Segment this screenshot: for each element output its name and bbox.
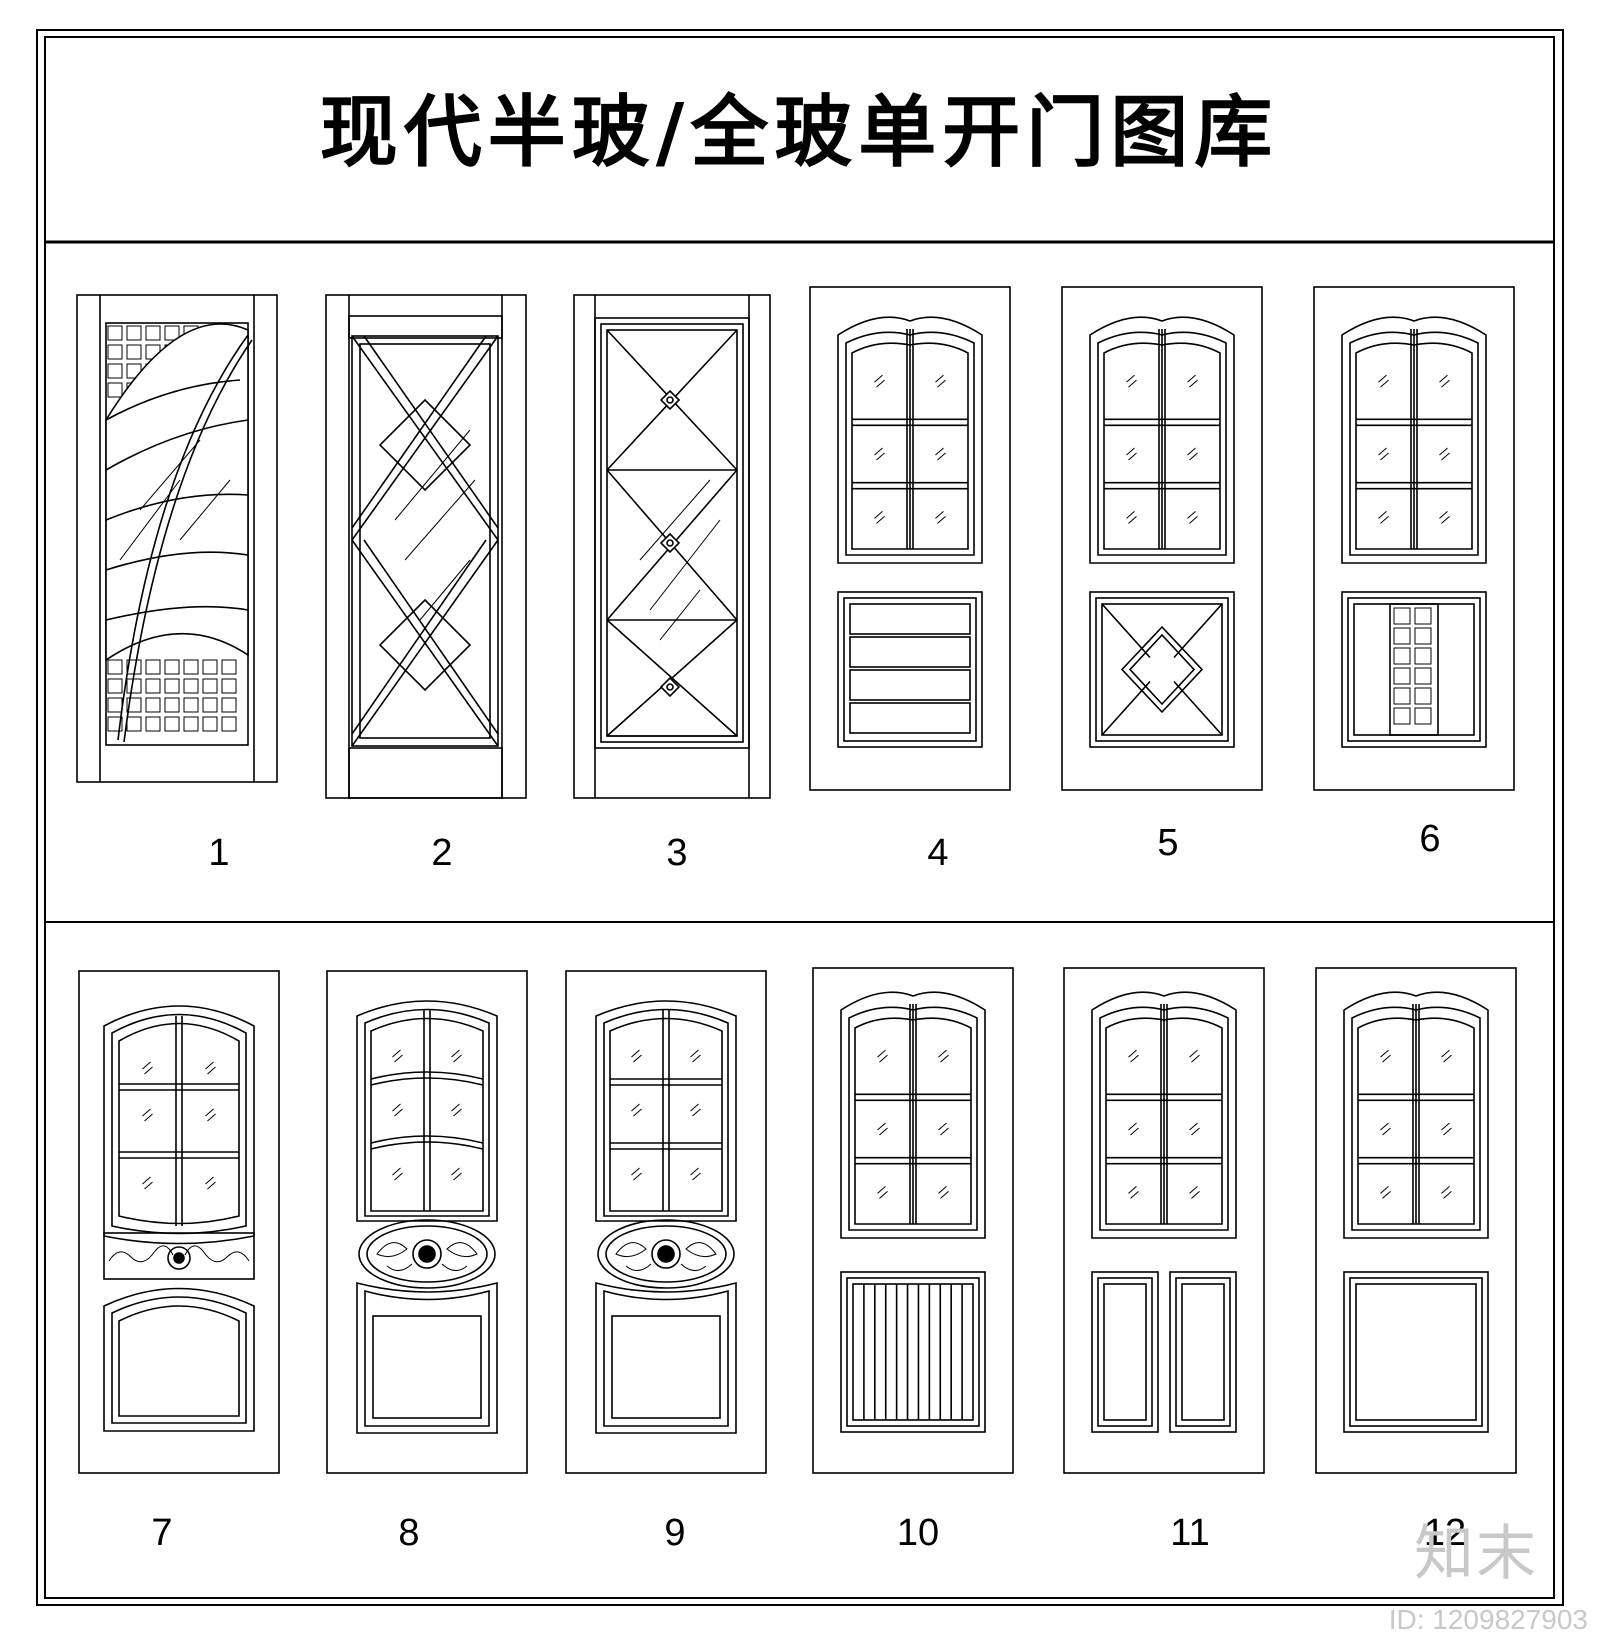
- door-12-drawing: [1315, 967, 1517, 1474]
- door-6-drawing: [1313, 286, 1515, 791]
- doors-layer: [76, 286, 1517, 1474]
- door-number-4: 4: [927, 832, 949, 874]
- door-number-10: 10: [896, 1512, 940, 1554]
- door-3-drawing: [573, 294, 771, 799]
- door-7-drawing: [78, 970, 280, 1474]
- door-9-drawing: [565, 970, 767, 1474]
- watermark-logo: 知末: [1414, 1519, 1538, 1589]
- door-number-7: 7: [151, 1512, 173, 1554]
- door-2-drawing: [325, 294, 527, 799]
- door-number-1: 1: [208, 832, 230, 874]
- door-4-drawing: [809, 286, 1011, 791]
- door-11-drawing: [1063, 967, 1265, 1474]
- page-title: 现代半玻/全玻单开门图库: [319, 88, 1279, 178]
- door-number-2: 2: [431, 832, 453, 874]
- outer-border: [36, 29, 1564, 1606]
- door-8-drawing: [326, 970, 528, 1474]
- door-number-6: 6: [1419, 818, 1441, 860]
- door-number-5: 5: [1157, 822, 1179, 864]
- door-number-3: 3: [666, 832, 688, 874]
- watermark-id: ID: 1209827903: [1388, 1604, 1588, 1635]
- inner-border: [44, 36, 1555, 1599]
- door-10-drawing: [812, 967, 1014, 1474]
- door-number-11: 11: [1170, 1512, 1210, 1554]
- door-1-drawing: [76, 294, 278, 783]
- door-number-8: 8: [398, 1512, 420, 1554]
- door-5-drawing: [1061, 286, 1263, 791]
- door-number-12: 12: [1423, 1512, 1467, 1554]
- door-number-9: 9: [664, 1512, 686, 1554]
